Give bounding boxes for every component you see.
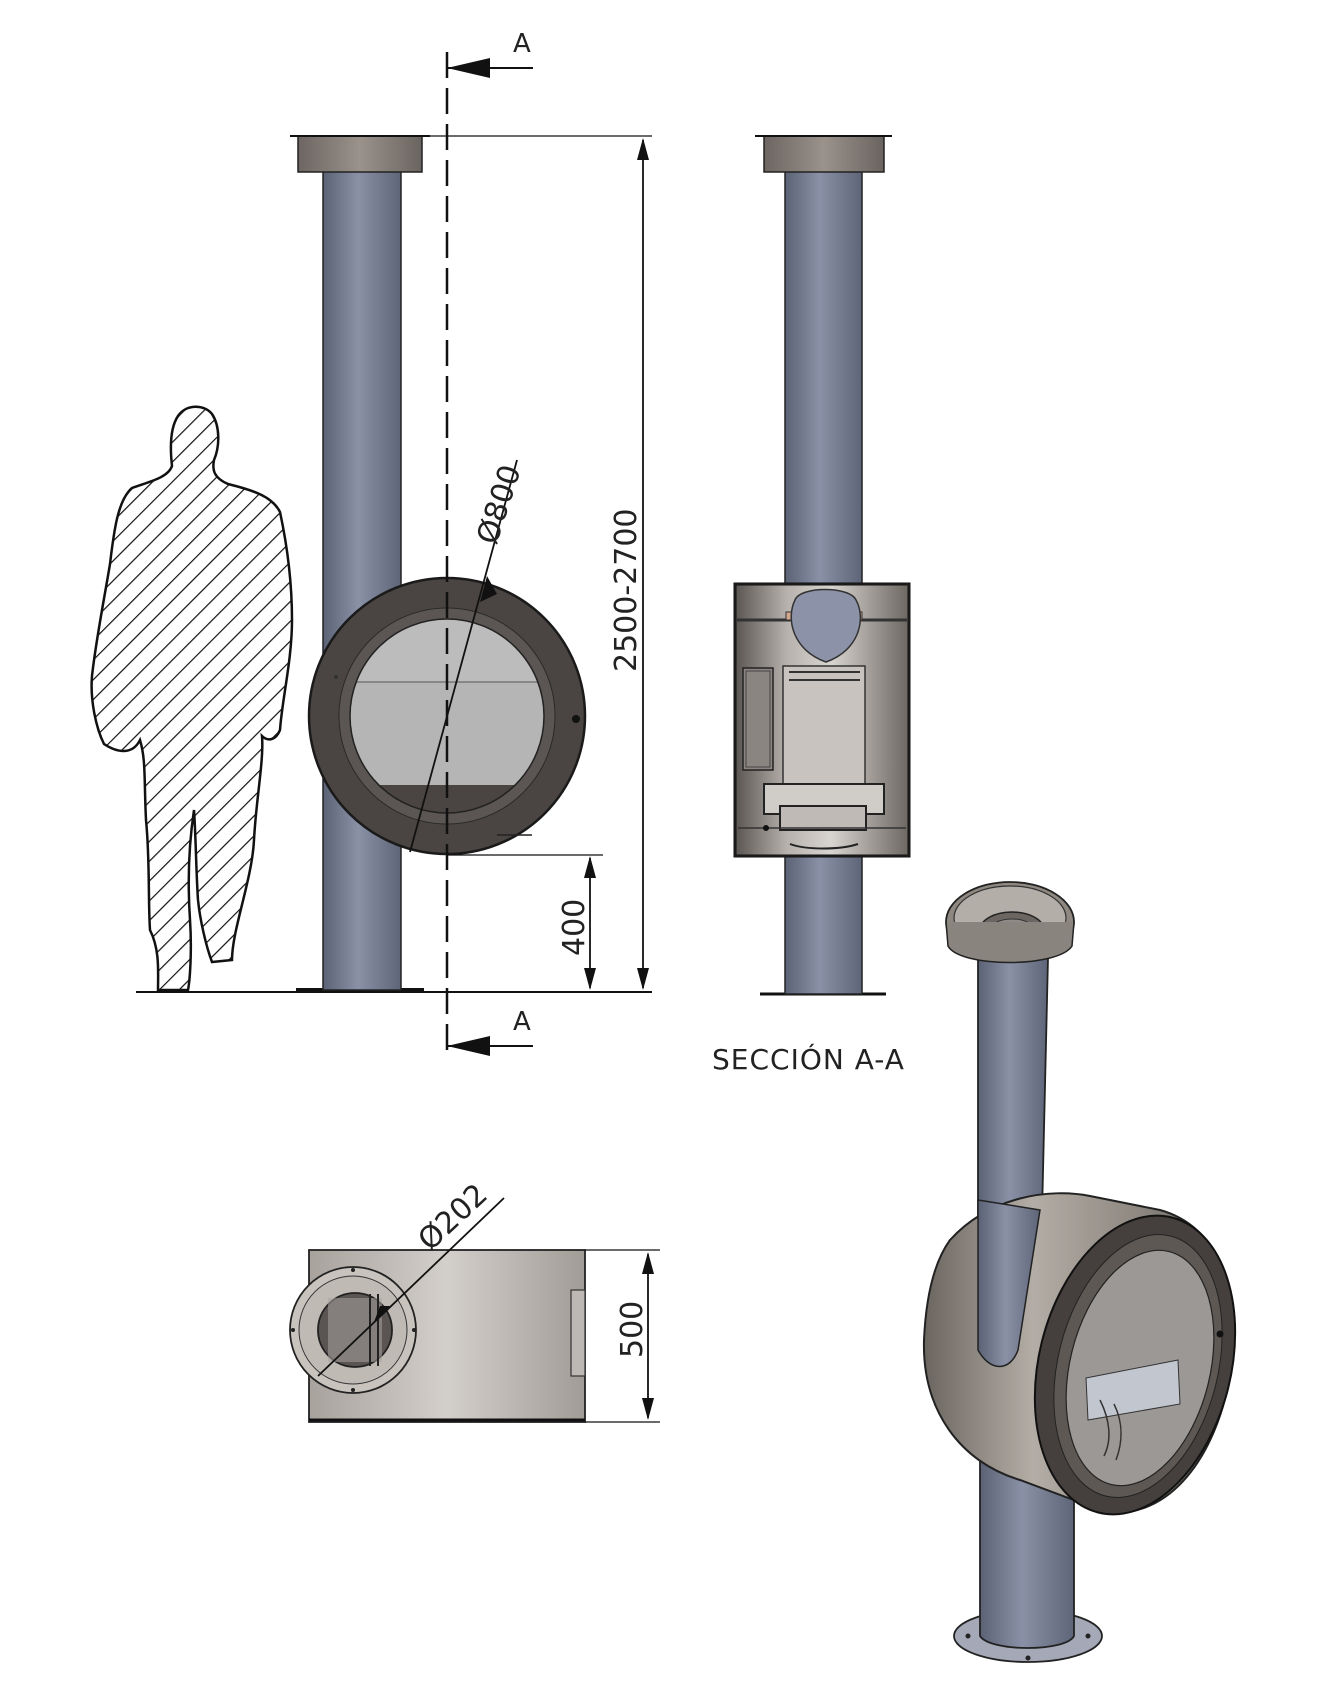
ceiling-collar <box>297 135 423 173</box>
isometric-view <box>922 881 1237 1663</box>
body-depth-label: 500 <box>615 1301 650 1358</box>
overall-height-label: 2500-2700 <box>609 508 644 672</box>
section-side-panel <box>742 667 774 771</box>
floor-clearance-label: 400 <box>557 899 592 956</box>
diameter-leader-line <box>409 459 518 853</box>
section-a-a-view: SECCIÓN A-A <box>712 135 911 1076</box>
human-scale-silhouette <box>90 405 294 992</box>
flue-pipe <box>322 167 402 991</box>
section-pipe-lower <box>784 855 863 995</box>
front-elevation-view: A A Ø800 2500-2700 400 <box>90 29 652 1060</box>
flue-diameter-leader <box>317 1197 505 1377</box>
body-diameter-label: Ø800 <box>470 461 528 549</box>
top-view: Ø202 500 <box>289 1177 660 1423</box>
section-marker-top: A <box>513 29 531 59</box>
section-ceiling-collar <box>763 135 885 173</box>
section-caption: SECCIÓN A-A <box>712 1042 905 1076</box>
section-pipe-upper <box>784 167 863 585</box>
section-marker-bottom: A <box>513 1007 531 1037</box>
section-firebox <box>782 665 866 785</box>
